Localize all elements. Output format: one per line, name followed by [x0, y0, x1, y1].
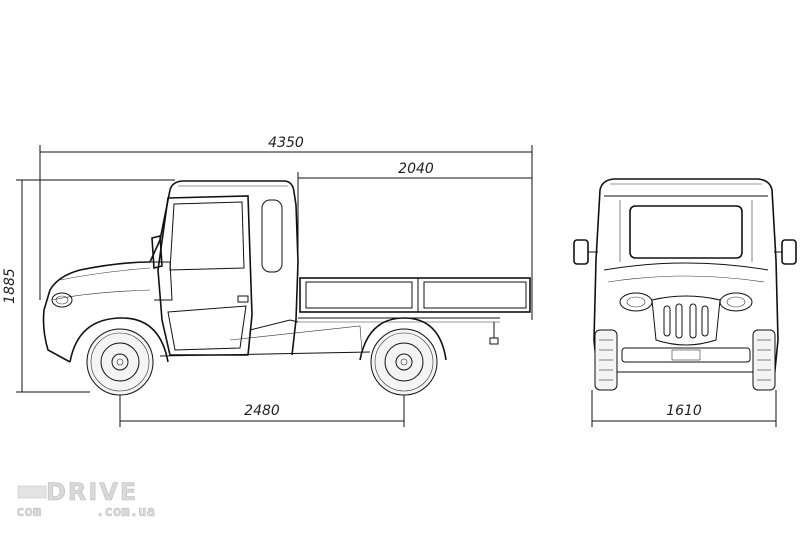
tow-hitch — [489, 322, 499, 345]
dimension-wheelbase: 2480 — [119, 395, 405, 427]
front-right-tire — [752, 329, 776, 391]
cab-door — [157, 195, 253, 356]
right-mirror — [781, 239, 797, 265]
front-wheel-arch — [69, 317, 169, 363]
door-window — [169, 201, 245, 271]
cab-roof — [169, 180, 297, 206]
front-view — [573, 178, 797, 391]
right-headlight — [719, 292, 753, 312]
door-lower-panel — [167, 305, 247, 351]
overall-length-label: 4350 — [268, 135, 304, 151]
hood-front — [42, 261, 151, 363]
track-width-label: 1610 — [666, 403, 702, 419]
rear-side-window — [261, 199, 283, 273]
logo-domain-right: .com.ua — [96, 504, 155, 520]
drive-watermark-logo: DRIVE com .com.ua — [16, 478, 156, 521]
left-headlight — [619, 292, 653, 312]
height-label: 1885 — [2, 268, 18, 304]
logo-mark — [17, 485, 47, 499]
front-hood — [603, 262, 769, 271]
front-wheel — [86, 328, 154, 396]
logo-brand: DRIVE — [46, 478, 138, 506]
side-view — [42, 180, 531, 396]
flatbed-side — [299, 277, 531, 313]
front-left-tire — [594, 329, 618, 391]
wheelbase-label: 2480 — [244, 403, 280, 419]
windshield — [629, 205, 743, 259]
door-handle — [237, 295, 249, 303]
bed-length-label: 2040 — [398, 161, 434, 177]
cab-rear-wall — [291, 204, 299, 356]
front-grille — [651, 295, 721, 346]
rear-wheel-arch — [359, 317, 447, 361]
dimension-track-width: 1610 — [591, 390, 777, 427]
dimension-height: 1885 — [2, 179, 175, 393]
side-mirror — [151, 234, 163, 270]
headlight — [51, 292, 73, 308]
dimension-bed-length: 2040 — [297, 161, 532, 275]
front-roof — [599, 178, 773, 191]
dimension-overall-length: 4350 — [39, 135, 533, 320]
logo-domain-left: com — [16, 504, 41, 520]
left-mirror — [573, 239, 589, 265]
front-bumper — [621, 347, 751, 363]
rear-wheel — [370, 328, 438, 396]
